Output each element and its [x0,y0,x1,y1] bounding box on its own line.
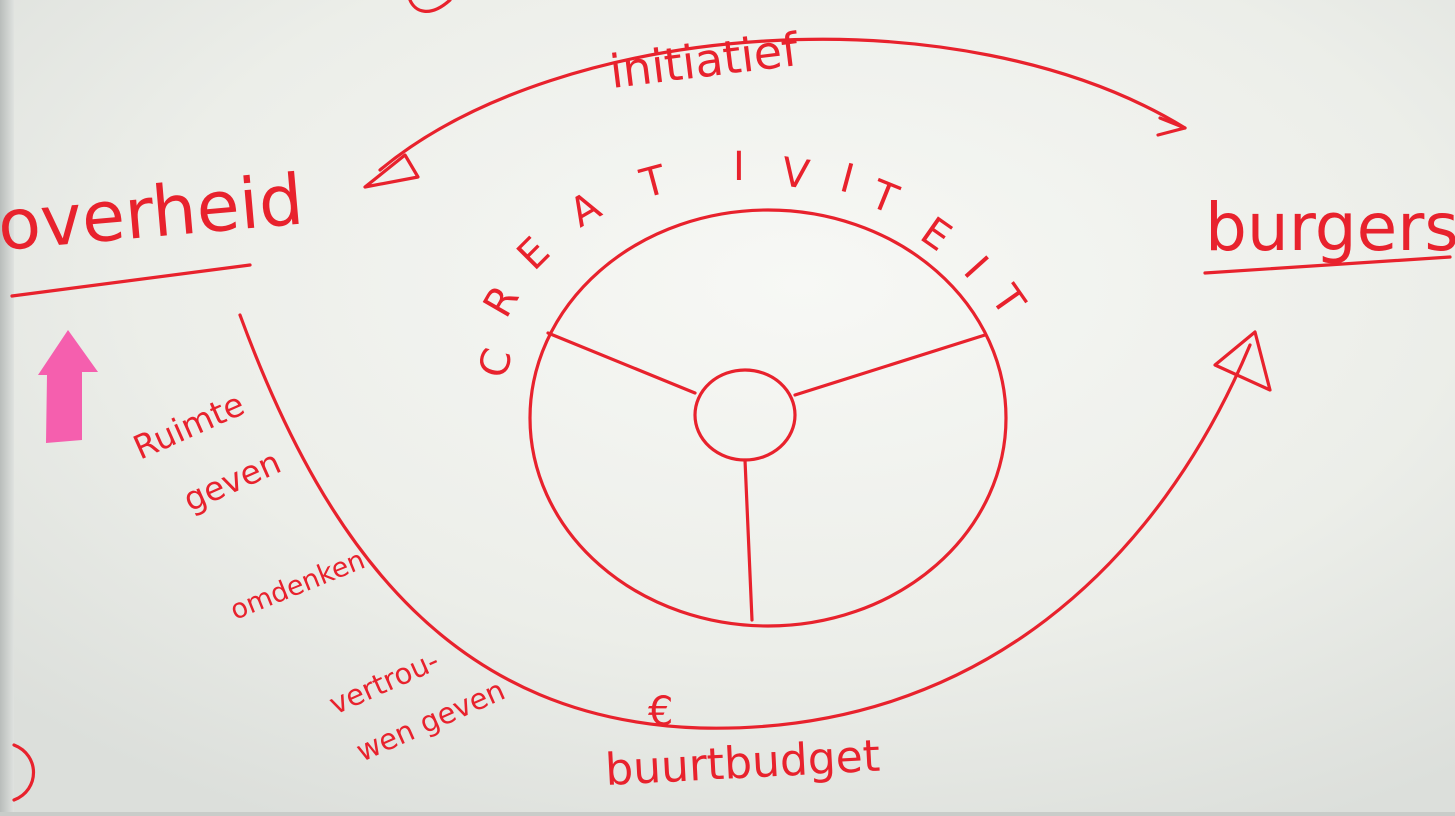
burgers-underline [1203,255,1452,275]
steering-wheel-rim [528,208,1008,628]
wheel-spoke-left [546,331,697,395]
bottom-arrowhead [1213,330,1272,392]
creativiteit-letter-6: I [733,144,745,190]
top-scribble [408,0,452,13]
initiatief-arrowhead-left [363,153,420,189]
bottom-arrow-arc [238,313,1252,730]
burgers-label: burgers [1205,189,1455,266]
wheel-spoke-bottom [743,458,754,622]
wheel-spoke-right [793,333,987,397]
euro-symbol: € [648,689,673,735]
board-left-edge [0,0,14,812]
initiatief-arrow-arc [378,37,1187,172]
pink-up-arrow-sticky-note-icon [38,330,98,443]
initiatief-arrowhead-right [1156,116,1187,137]
partial-circle-bottom-left [12,743,36,802]
overheid-underline [10,263,252,298]
